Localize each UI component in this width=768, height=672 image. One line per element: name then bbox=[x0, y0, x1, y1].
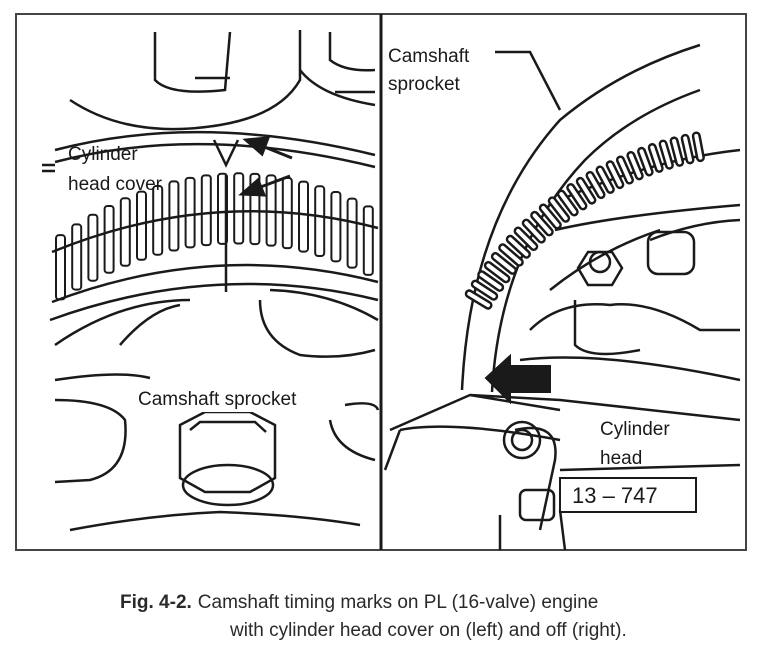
timing-mark-illustration: Cylinder head cover Camshaft sprocket Ca… bbox=[15, 13, 747, 551]
sprocket-tooth bbox=[55, 234, 66, 301]
sprocket-tooth-highlight bbox=[524, 221, 544, 242]
camshaft-sprocket-label-right-line1: Camshaft bbox=[388, 46, 470, 67]
sprocket-tooth-highlight bbox=[661, 142, 672, 168]
sprocket-tooth-highlight bbox=[568, 185, 585, 208]
sprocket-tooth-highlight bbox=[618, 157, 632, 183]
caption-line2: with cylinder head cover on (left) and o… bbox=[230, 620, 627, 641]
sprocket-tooth-highlight bbox=[578, 179, 594, 203]
sprocket-tooth bbox=[346, 197, 358, 269]
sprocket-tooth bbox=[298, 180, 309, 253]
sprocket-tooth-highlight bbox=[508, 237, 529, 257]
camshaft-sprocket-label-right-line2: sprocket bbox=[388, 74, 461, 95]
sprocket-tooth bbox=[217, 172, 228, 245]
cylinder-head-label-line1: Cylinder bbox=[600, 419, 670, 440]
sprocket-tooth-highlight bbox=[550, 198, 568, 221]
sprocket-tooth-highlight bbox=[532, 213, 552, 234]
sprocket-tooth bbox=[184, 176, 196, 249]
sprocket-tooth-highlight bbox=[694, 134, 703, 160]
sprocket-tooth bbox=[233, 172, 245, 245]
caption-line1: Camshaft timing marks on PL (16-valve) e… bbox=[197, 592, 599, 613]
sprocket-tooth bbox=[136, 190, 147, 261]
sprocket-tooth-highlight bbox=[597, 168, 613, 192]
sprocket-tooth bbox=[152, 185, 164, 256]
sprocket-tooth-highlight bbox=[467, 291, 491, 308]
cylinder-head-cover-label-line2: head cover bbox=[68, 174, 163, 195]
sprocket-tooth-highlight bbox=[479, 272, 502, 290]
sprocket-tooth-highlight bbox=[683, 136, 692, 162]
sprocket-tooth-highlight bbox=[650, 145, 662, 171]
sprocket-tooth bbox=[314, 185, 326, 257]
left-sprocket-teeth bbox=[55, 172, 374, 301]
sprocket-tooth-highlight bbox=[516, 229, 536, 249]
camshaft-sprocket-label-left: Camshaft sprocket bbox=[138, 389, 297, 410]
sprocket-tooth-highlight bbox=[500, 245, 522, 265]
left-arrows bbox=[238, 136, 293, 197]
sprocket-tooth-highlight bbox=[639, 149, 652, 174]
sprocket-tooth-highlight bbox=[473, 282, 496, 299]
drawing-number-box bbox=[559, 477, 697, 513]
sprocket-tooth bbox=[200, 174, 212, 247]
sprocket-tooth bbox=[265, 174, 277, 247]
sprocket-tooth bbox=[119, 197, 131, 267]
sprocket-tooth bbox=[103, 204, 115, 274]
sprocket-tooth-highlight bbox=[588, 173, 604, 197]
sprocket-tooth-highlight bbox=[493, 254, 515, 273]
right-panel bbox=[383, 43, 741, 551]
sprocket-tooth-highlight bbox=[672, 139, 682, 165]
figure-caption: Fig. 4-2.Camshaft timing marks on PL (16… bbox=[120, 589, 760, 645]
sprocket-tooth bbox=[249, 172, 261, 246]
sprocket-tooth-highlight bbox=[486, 263, 508, 281]
sprocket-tooth bbox=[87, 213, 99, 282]
sprocket-tooth-highlight bbox=[541, 205, 560, 227]
sprocket-tooth bbox=[71, 223, 83, 291]
right-pointer-arrow bbox=[484, 353, 551, 405]
figure-number: Fig. 4-2. bbox=[120, 592, 192, 613]
cylinder-head-label-line2: head bbox=[600, 448, 642, 469]
sprocket-tooth bbox=[330, 190, 342, 263]
sprocket-tooth-highlight bbox=[628, 153, 642, 178]
sprocket-tooth-highlight bbox=[559, 192, 577, 214]
drawing-number: 13 – 747 bbox=[572, 483, 658, 508]
sprocket-tooth-highlight bbox=[608, 162, 622, 187]
sprocket-tooth bbox=[362, 205, 374, 276]
cylinder-head-cover-label-line1: Cylinder bbox=[68, 144, 138, 165]
right-sprocket-teeth bbox=[464, 131, 705, 310]
sprocket-tooth bbox=[168, 180, 180, 252]
